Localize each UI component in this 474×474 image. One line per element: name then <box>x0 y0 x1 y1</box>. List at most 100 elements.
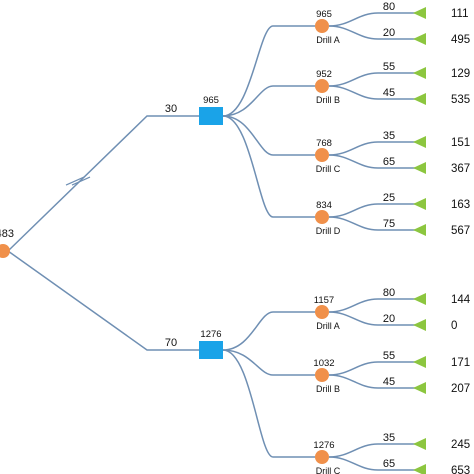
probability-label-2-1-2: 20 <box>383 313 395 325</box>
decision-node-1 <box>199 107 223 125</box>
payoff-label-2-3-1: 245 <box>451 439 470 451</box>
edge-decision-chance-2-2 <box>222 349 315 376</box>
chance-node-1-4 <box>315 210 329 224</box>
edge-chance-outcome-1-1-1 <box>328 12 415 27</box>
root-node <box>0 244 10 258</box>
probability-label-1-4-2: 75 <box>383 218 395 230</box>
edge-root-decision-2 <box>7 250 199 351</box>
terminal-node-1-4-2 <box>413 224 426 236</box>
chance-value-1-3: 768 <box>316 138 332 149</box>
probability-label-2-2-1: 55 <box>383 350 395 362</box>
edge-chance-outcome-1-2-1 <box>328 72 415 87</box>
terminal-node-2-1-1 <box>413 293 426 305</box>
edge-root-decision-1 <box>7 115 199 252</box>
edge-decision-chance-1-4 <box>222 115 315 218</box>
chance-node-2-3 <box>315 450 329 464</box>
chance-name-2-3: Drill C <box>316 466 341 474</box>
terminal-node-2-2-2 <box>413 382 426 394</box>
chance-value-2-1: 1157 <box>314 295 334 306</box>
edge-chance-outcome-1-2-2 <box>328 85 415 100</box>
terminal-node-1-2-2 <box>413 93 426 105</box>
decision-node-2 <box>199 341 223 359</box>
break-mark-1 <box>65 176 85 186</box>
payoff-label-1-1-1: 111 <box>451 8 468 20</box>
payoff-label-1-4-2: 567 <box>451 225 470 237</box>
edge-chance-outcome-2-1-2 <box>328 311 415 326</box>
edge-chance-outcome-1-3-1 <box>328 141 415 156</box>
terminal-node-1-3-1 <box>413 136 426 148</box>
terminal-node-1-3-2 <box>413 162 426 174</box>
terminal-node-1-1-1 <box>413 7 426 19</box>
break-mark-2 <box>71 176 91 186</box>
decision-value-2: 1276 <box>200 329 221 340</box>
terminal-node-1-4-1 <box>413 198 426 210</box>
edge-decision-chance-1-2 <box>222 85 315 117</box>
probability-label-1-2-2: 45 <box>383 87 395 99</box>
chance-name-1-1: Drill A <box>316 35 340 45</box>
chance-node-1-1 <box>315 19 329 33</box>
payoff-label-2-3-2: 653 <box>451 465 470 474</box>
edge-chance-outcome-2-3-2 <box>328 456 415 471</box>
probability-label-2-3-1: 35 <box>383 432 395 444</box>
payoff-label-1-3-1: 151 <box>451 137 470 149</box>
tree-marks <box>0 7 426 474</box>
terminal-node-2-3-1 <box>413 438 426 450</box>
chance-node-1-2 <box>315 79 329 93</box>
payoff-label-2-1-2: 0 <box>451 320 457 332</box>
chance-value-2-3: 1276 <box>313 440 334 451</box>
payoff-label-1-2-1: 129 <box>451 68 470 80</box>
payoff-label-1-2-2: 535 <box>451 94 470 106</box>
payoff-label-1-1-2: 495 <box>451 34 470 46</box>
edge-chance-outcome-2-3-1 <box>328 443 415 458</box>
edge-chance-outcome-2-2-1 <box>328 361 415 376</box>
terminal-node-1-1-2 <box>413 33 426 45</box>
root-value: 483 <box>0 228 14 240</box>
edge-chance-outcome-1-4-2 <box>328 216 415 231</box>
chance-name-1-3: Drill C <box>316 164 341 174</box>
edge-chance-outcome-1-4-1 <box>328 203 415 218</box>
probability-label-1-3-1: 35 <box>383 130 395 142</box>
chance-value-2-2: 1032 <box>313 358 334 369</box>
probability-label-1-2-1: 55 <box>383 61 395 73</box>
chance-node-1-3 <box>315 148 329 162</box>
terminal-node-1-2-1 <box>413 67 426 79</box>
chance-name-2-1: Drill A <box>316 321 340 331</box>
chance-name-1-4: Drill D <box>316 226 341 236</box>
decision-branch-label-1: 30 <box>165 103 177 115</box>
probability-label-2-3-2: 65 <box>383 458 395 470</box>
chance-value-1-4: 834 <box>316 200 332 211</box>
tree-edges <box>7 12 415 471</box>
payoff-label-1-4-1: 163 <box>451 199 470 211</box>
edge-chance-outcome-1-3-2 <box>328 154 415 169</box>
chance-node-2-2 <box>315 368 329 382</box>
edge-decision-chance-2-3 <box>222 349 315 458</box>
probability-label-1-4-1: 25 <box>383 192 395 204</box>
payoff-label-2-1-1: 144 <box>451 294 471 306</box>
decision-branch-label-2: 70 <box>165 337 177 349</box>
chance-value-1-2: 952 <box>316 69 332 80</box>
payoff-label-1-3-2: 367 <box>451 163 470 175</box>
probability-label-2-1-1: 80 <box>383 287 395 299</box>
terminal-node-2-2-1 <box>413 356 426 368</box>
chance-name-1-2: Drill B <box>316 95 340 105</box>
terminal-node-2-1-2 <box>413 319 426 331</box>
edge-decision-chance-1-3 <box>222 115 315 156</box>
chance-node-2-1 <box>315 305 329 319</box>
edge-chance-outcome-2-1-1 <box>328 298 415 313</box>
probability-label-1-1-2: 20 <box>383 27 395 39</box>
edge-chance-outcome-1-1-2 <box>328 25 415 40</box>
decision-value-1: 965 <box>203 95 219 106</box>
payoff-label-2-2-1: 171 <box>451 357 470 369</box>
chance-value-1-1: 965 <box>316 9 332 20</box>
probability-label-2-2-2: 45 <box>383 376 395 388</box>
edge-decision-chance-1-1 <box>222 25 315 117</box>
probability-label-1-1-1: 80 <box>383 1 395 13</box>
edge-decision-chance-2-1 <box>222 311 315 351</box>
probability-label-1-3-2: 65 <box>383 156 395 168</box>
payoff-label-2-2-2: 207 <box>451 383 470 395</box>
chance-name-2-2: Drill B <box>316 384 340 394</box>
terminal-node-2-3-2 <box>413 464 426 474</box>
edge-chance-outcome-2-2-2 <box>328 374 415 389</box>
